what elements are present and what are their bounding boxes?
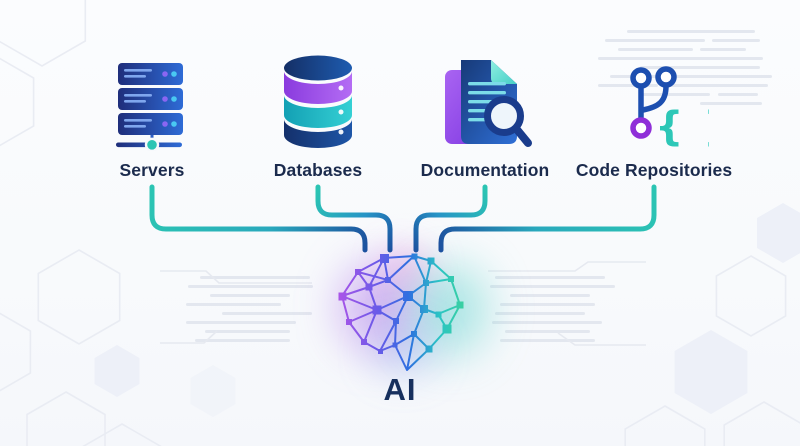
database-icon: [280, 52, 356, 154]
brain-network-icon: [338, 253, 464, 371]
code-lines-decoration-top-right: [598, 30, 772, 105]
column-label-code-repositories: Code Repositories: [575, 160, 733, 180]
column-code-repositories: { } Code Repositories: [566, 52, 742, 184]
column-label-databases: Databases: [273, 160, 363, 180]
column-label-servers: Servers: [119, 160, 185, 180]
code-braces-glyph: { }: [655, 104, 709, 150]
ai-label: AI: [383, 372, 417, 407]
column-servers: Servers: [64, 52, 240, 184]
code-lines-decoration-mid-right: [490, 276, 615, 342]
column-documentation: Documentation: [397, 52, 573, 184]
server-icon: [112, 52, 192, 154]
code-repository-icon: { }: [599, 52, 709, 154]
documentation-icon: [433, 52, 537, 154]
column-databases: Databases: [230, 52, 406, 184]
code-lines-decoration-mid-left: [186, 276, 313, 342]
column-label-documentation: Documentation: [420, 160, 550, 180]
